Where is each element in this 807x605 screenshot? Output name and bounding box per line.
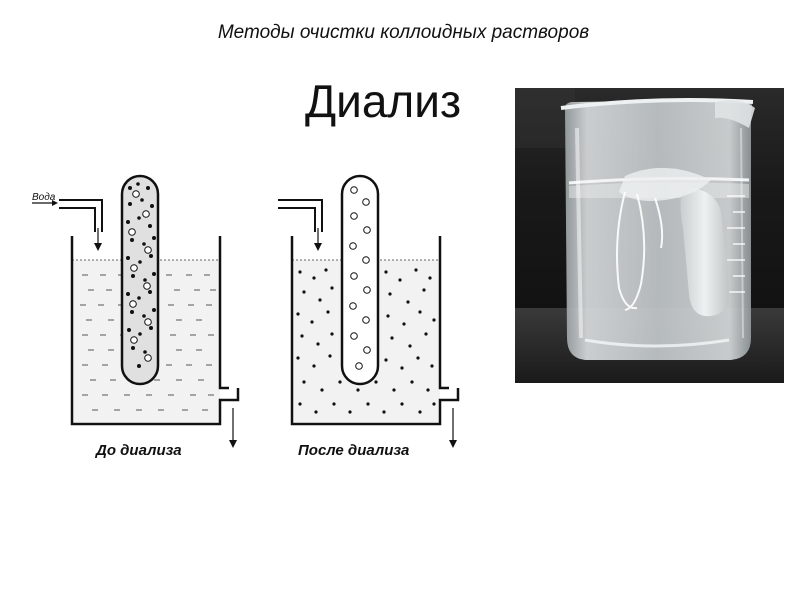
page-title: Диализ — [305, 75, 462, 127]
water-inlet-label: Вода — [32, 192, 56, 203]
inlet-pipe — [59, 199, 103, 232]
caption-after: После диализа — [298, 442, 409, 459]
page-subtitle: Методы очистки коллоидных растворов — [217, 22, 590, 43]
caption-before: До диализа — [94, 442, 182, 459]
dialysis-bag-after — [340, 174, 380, 386]
apparatus-after: После диализа — [278, 174, 460, 459]
dialysis-diagram: Вода — [32, 174, 460, 459]
dispersed-particles — [296, 268, 436, 414]
apparatus-before: Вода — [32, 174, 240, 459]
dialysis-beaker-photo — [515, 88, 784, 383]
dialysis-bag-before — [120, 174, 160, 386]
water-dashes — [80, 274, 216, 411]
inlet-pipe — [278, 199, 323, 232]
